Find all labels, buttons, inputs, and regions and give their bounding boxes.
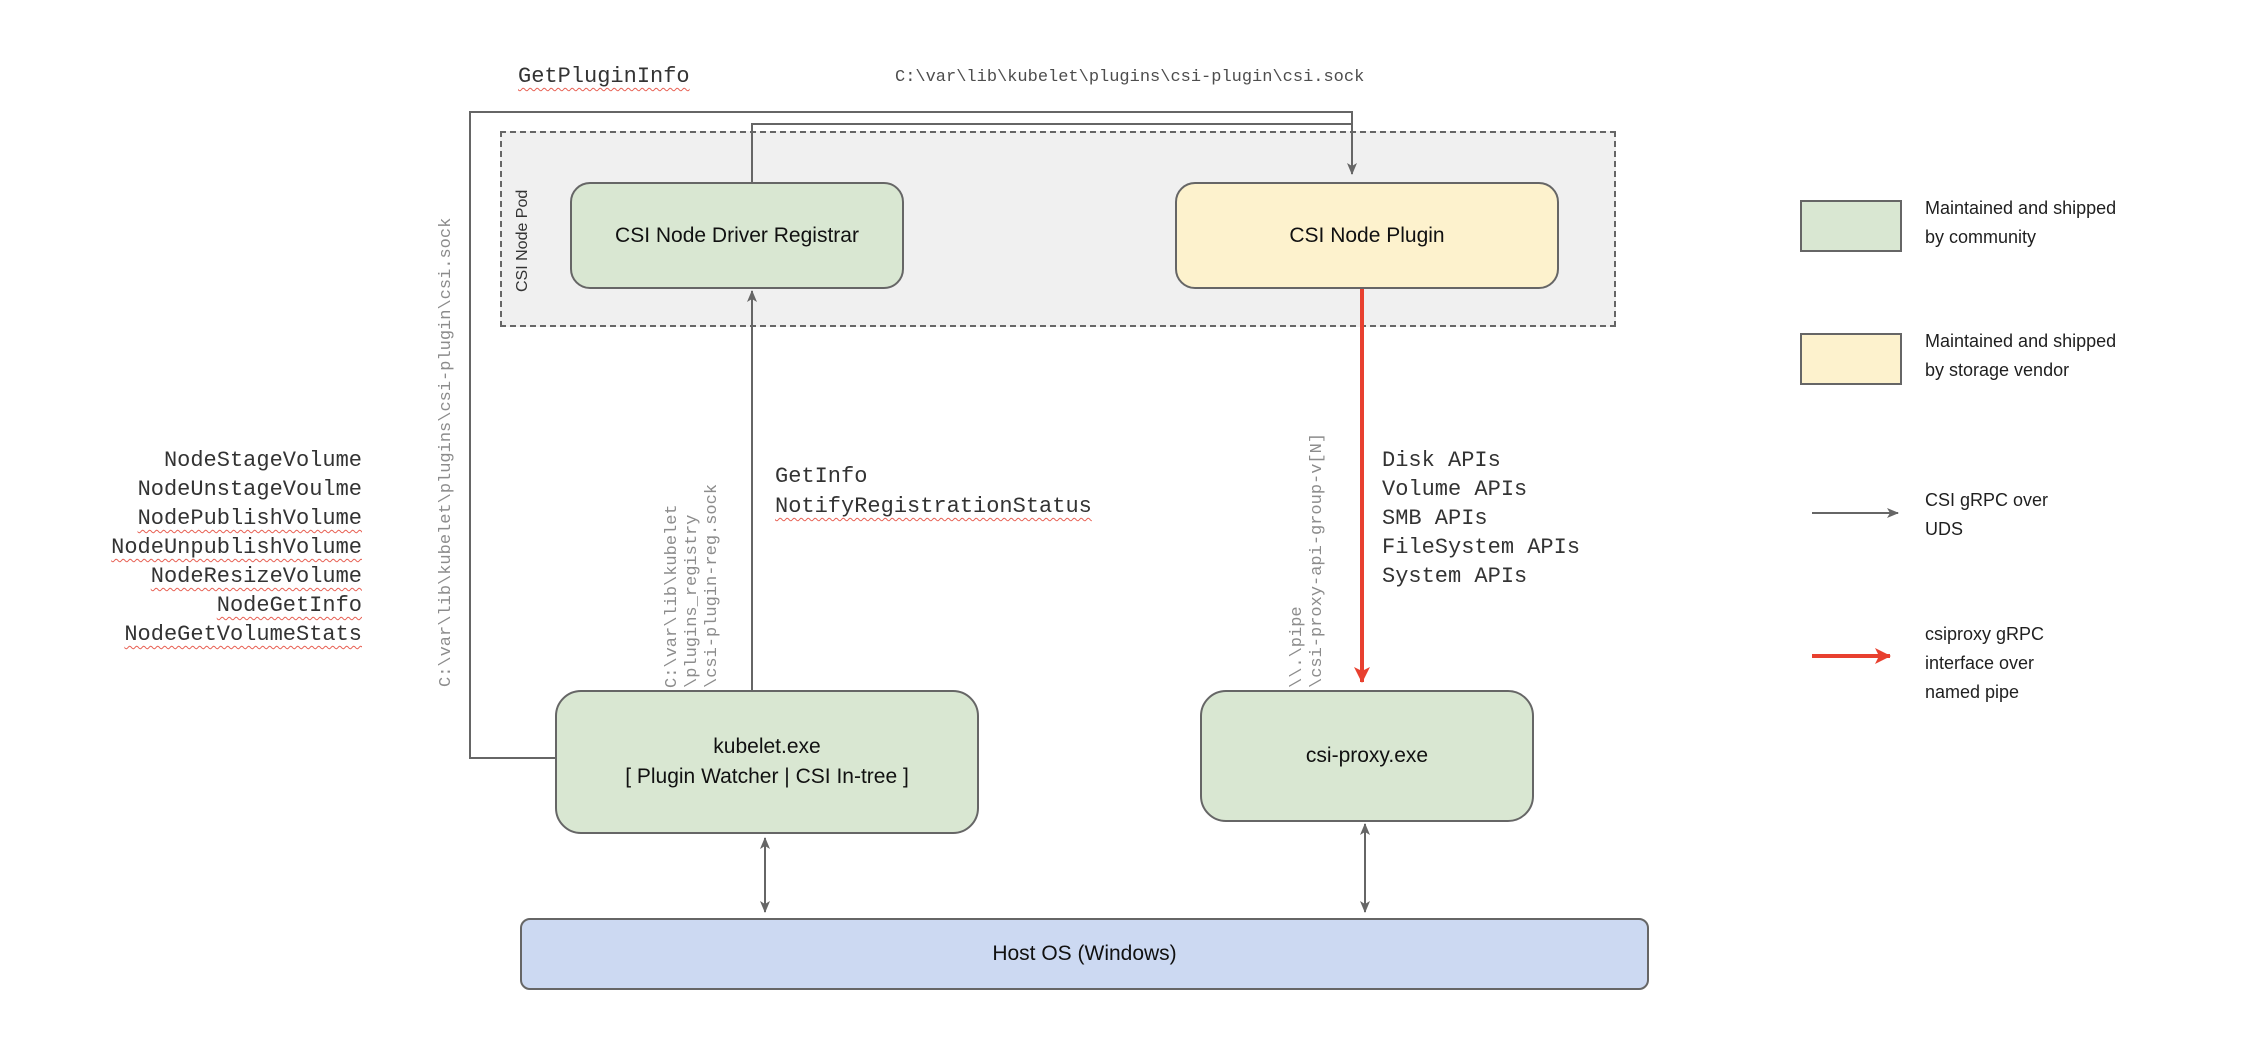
csi-proxy-label: csi-proxy.exe (1305, 744, 1429, 767)
legend-uds-text: CSI gRPC over UDS (1925, 486, 2048, 544)
csi-node-pod-label: CSI Node Pod (514, 189, 531, 292)
node-rpc-item: NodeUnstageVoulme (137, 477, 362, 502)
kubelet-socket-path-vertical-label: C:\var\lib\kubelet\plugins\csi-plugin\cs… (437, 217, 456, 687)
legend-vendor-text: Maintained and shipped by storage vendor (1925, 327, 2116, 385)
get-info-label: GetInfo (775, 464, 868, 489)
proxy-api-item: SMB APIs (1382, 506, 1488, 531)
registration-socket-path-line3: \csi-plugin-reg.sock (703, 483, 722, 688)
kubelet-label-line1: kubelet.exe (713, 735, 821, 758)
legend-named-pipe-line3: named pipe (1925, 682, 2020, 702)
named-pipe-path-line1: \\.\pipe (1288, 606, 1307, 688)
proxy-api-item: FileSystem APIs (1382, 535, 1581, 560)
csi-node-plugin-label: CSI Node Plugin (1289, 223, 1445, 247)
node-rpc-item: NodeResizeVolume (150, 564, 362, 589)
named-pipe-path-line2: \csi-proxy-api-group-v[N] (1308, 432, 1327, 688)
legend-named-pipe-line1: csiproxy gRPC (1925, 624, 2045, 644)
proxy-api-item: System APIs (1382, 564, 1528, 589)
node-rpc-item: NodeUnpublishVolume (111, 535, 362, 560)
csi-proxy-box: csi-proxy.exe (1200, 690, 1534, 822)
proxy-api-item: Volume APIs (1382, 477, 1528, 502)
legend-uds-line2: UDS (1925, 519, 1964, 539)
node-rpc-item: NodeStageVolume (163, 448, 362, 473)
legend-vendor-line1: Maintained and shipped (1925, 331, 2117, 351)
legend-community-line1: Maintained and shipped (1925, 198, 2117, 218)
node-rpc-list: NodeStageVolume NodeUnstageVoulme NodePu… (111, 446, 362, 649)
kubelet-box: kubelet.exe [ Plugin Watcher | CSI In-tr… (555, 690, 979, 834)
plugin-socket-path-label: C:\var\lib\kubelet\plugins\csi-plugin\cs… (895, 68, 1365, 87)
legend-vendor-swatch (1800, 333, 1902, 385)
proxy-api-list: Disk APIs Volume APIs SMB APIs FileSyste… (1382, 446, 1580, 591)
csi-node-driver-registrar-label: CSI Node Driver Registrar (615, 223, 859, 247)
proxy-api-item: Disk APIs (1382, 448, 1501, 473)
csi-node-driver-registrar-box: CSI Node Driver Registrar (570, 182, 904, 289)
node-rpc-item: NodePublishVolume (137, 506, 362, 531)
legend-named-pipe-line2: interface over (1925, 653, 2035, 673)
legend-named-pipe-text: csiproxy gRPC interface over named pipe (1925, 620, 2044, 707)
legend-community-text: Maintained and shipped by community (1925, 194, 2116, 252)
notify-registration-status-label: NotifyRegistrationStatus (775, 494, 1092, 519)
host-os-box: Host OS (Windows) (520, 918, 1649, 990)
kubelet-label-line2: [ Plugin Watcher | CSI In-tree ] (625, 765, 909, 788)
node-rpc-item: NodeGetVolumeStats (124, 622, 362, 647)
legend-vendor-line2: by storage vendor (1925, 360, 2070, 380)
registration-socket-path-label: C:\var\lib\kubelet \plugins_registry \cs… (663, 484, 723, 688)
node-rpc-item: NodeGetInfo (216, 593, 362, 618)
legend-community-line2: by community (1925, 227, 2037, 247)
csi-node-plugin-box: CSI Node Plugin (1175, 182, 1559, 289)
named-pipe-path-label: \\.\pipe \csi-proxy-api-group-v[N] (1288, 433, 1328, 688)
get-plugin-info-label: GetPluginInfo (518, 64, 690, 89)
legend-uds-line1: CSI gRPC over (1925, 490, 2049, 510)
registration-socket-path-line2: \plugins_registry (683, 514, 702, 688)
host-os-label: Host OS (Windows) (992, 942, 1177, 965)
legend-community-swatch (1800, 200, 1902, 252)
registration-socket-path-line1: C:\var\lib\kubelet (663, 504, 682, 688)
